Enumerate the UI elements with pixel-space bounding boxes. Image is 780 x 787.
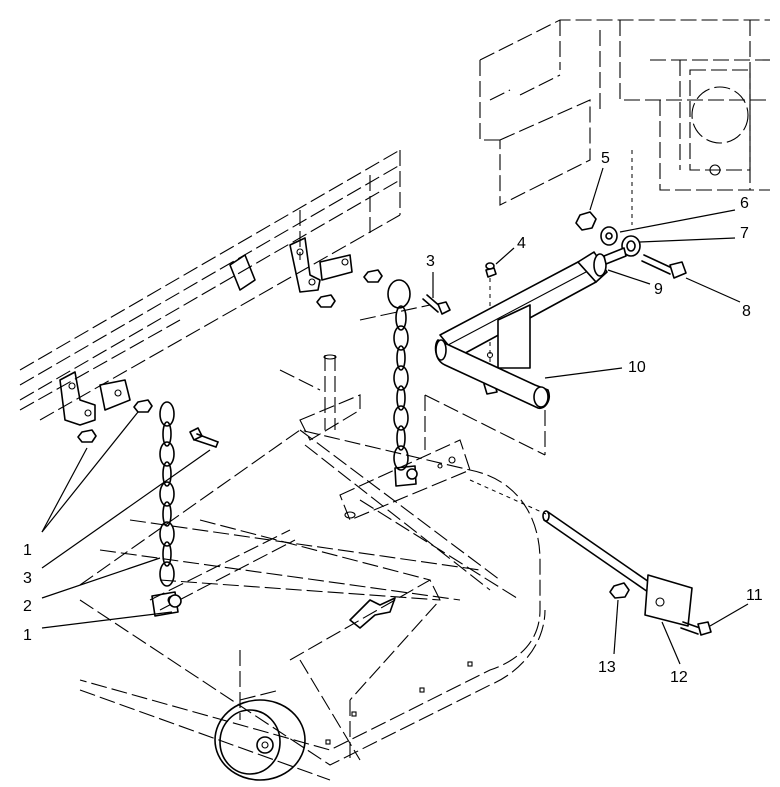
lift-arm-weldment — [434, 261, 597, 410]
lift-rod-guide — [359, 304, 546, 456]
callout-1-upper: 1 — [23, 542, 32, 559]
hex-nut-frame-1 — [363, 269, 383, 283]
tractor-frame-outline — [479, 19, 770, 225]
deck-latch — [349, 597, 396, 629]
callout-12: 12 — [670, 669, 688, 686]
callout-4: 4 — [517, 235, 526, 252]
callout-8: 8 — [742, 303, 751, 320]
deck-hanger-bracket — [299, 429, 521, 601]
hex-nut-left-2 — [77, 429, 97, 443]
gauge-wheel — [214, 689, 306, 781]
callout-7: 7 — [740, 225, 749, 242]
bolt-right — [422, 294, 451, 315]
callout-13: 13 — [598, 659, 616, 676]
callout-11: 11 — [746, 587, 763, 604]
callout-1-lower: 1 — [23, 627, 32, 644]
callout-9: 9 — [654, 281, 663, 298]
hex-nut-left-1 — [133, 399, 153, 413]
hex-nut-frame-2 — [316, 294, 336, 308]
bolt-left — [189, 427, 219, 448]
hex-nut-plate — [609, 582, 630, 599]
leader-lines — [41, 167, 749, 665]
callout-10: 10 — [628, 359, 646, 376]
deck-center-post — [279, 354, 361, 519]
washer — [600, 226, 618, 246]
frame-bracket-right — [229, 237, 353, 293]
chain-right — [387, 279, 418, 487]
callout-2: 2 — [23, 598, 32, 615]
chain-left — [151, 401, 182, 617]
mower-deck-outline — [79, 429, 546, 781]
callout-5: 5 — [601, 150, 610, 167]
callout-6: 6 — [740, 195, 749, 212]
frame-bracket-left — [59, 371, 131, 426]
callout-3-lower: 3 — [23, 570, 32, 587]
mounting-plate — [644, 574, 693, 627]
support-rod — [469, 479, 653, 593]
callout-labels: 1 3 2 1 3 4 5 6 7 8 9 10 11 12 13 — [23, 150, 763, 686]
callout-3-upper: 3 — [426, 253, 435, 270]
bolt-pivot — [641, 254, 687, 279]
pivot-bushing — [577, 251, 608, 283]
hex-nut-top — [575, 211, 597, 231]
bolt-plate — [680, 621, 712, 636]
eye-bolt-pivot — [603, 235, 641, 265]
